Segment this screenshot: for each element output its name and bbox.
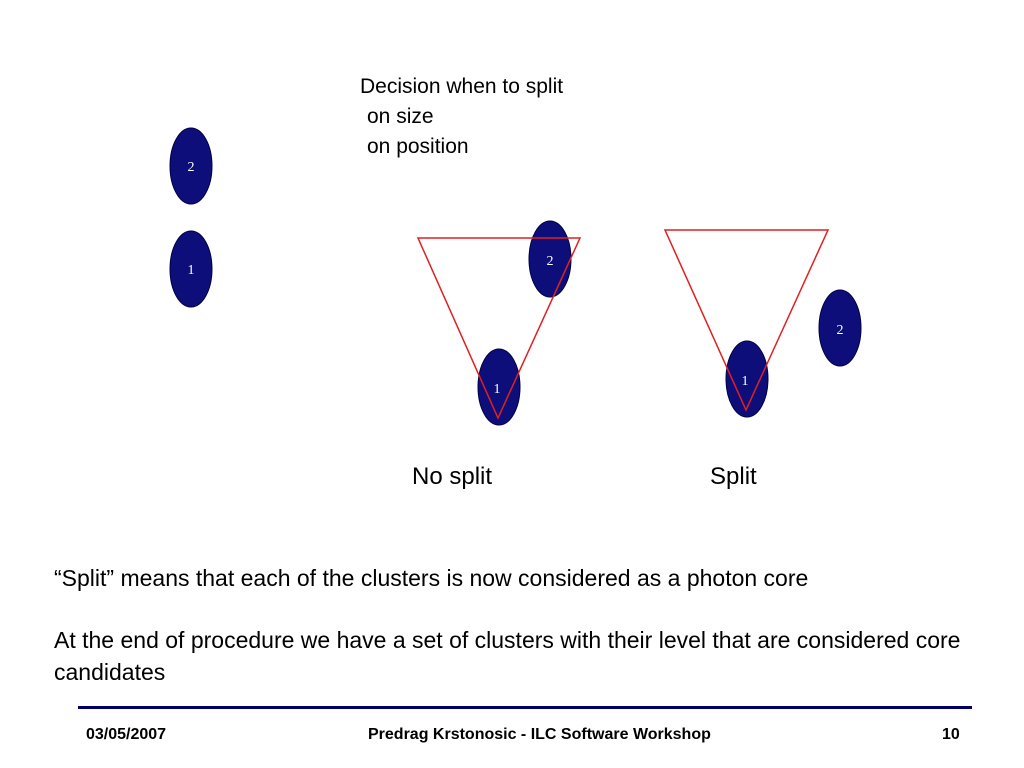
procedure-summary-text: At the end of procedure we have a set of… <box>54 627 961 685</box>
heading-item-size: on size <box>367 105 434 128</box>
cluster-2-split <box>818 289 862 367</box>
split-example: 2 1 <box>663 229 862 418</box>
cluster-1-left-label: 1 <box>188 263 195 278</box>
split-definition-text: “Split” means that each of the clusters … <box>54 565 809 591</box>
heading-title: Decision when to split <box>360 75 564 98</box>
body-text: “Split” means that each of the clusters … <box>54 562 1004 688</box>
cluster-1-split-label: 1 <box>742 374 749 389</box>
cluster-2-left <box>169 127 213 205</box>
split-decision-heading: Decision when to split on size on positi… <box>360 72 563 162</box>
cluster-1-left <box>169 230 213 308</box>
cluster-1-nosplit-label: 1 <box>494 382 501 397</box>
no-split-example: 2 1 <box>416 220 582 426</box>
cluster-1-nosplit <box>477 348 521 426</box>
nosplit-cone-triangle <box>416 237 582 420</box>
footer-divider <box>78 706 972 709</box>
cluster-2-left-label: 2 <box>188 160 195 175</box>
split-caption: Split <box>710 463 757 490</box>
page-number: 10 <box>942 726 960 743</box>
nosplit-caption: No split <box>412 463 493 490</box>
cluster-2-split-label: 2 <box>837 323 844 338</box>
cluster-2-nosplit-label: 2 <box>547 254 554 269</box>
footer-title: Predrag Krstonosic - ILC Software Worksh… <box>368 726 711 743</box>
left-cluster-pair: 2 1 <box>169 127 213 308</box>
cluster-1-split <box>725 340 769 418</box>
footer-date: 03/05/2007 <box>86 726 167 743</box>
heading-item-position: on position <box>367 135 469 158</box>
split-cone-triangle <box>663 229 830 412</box>
